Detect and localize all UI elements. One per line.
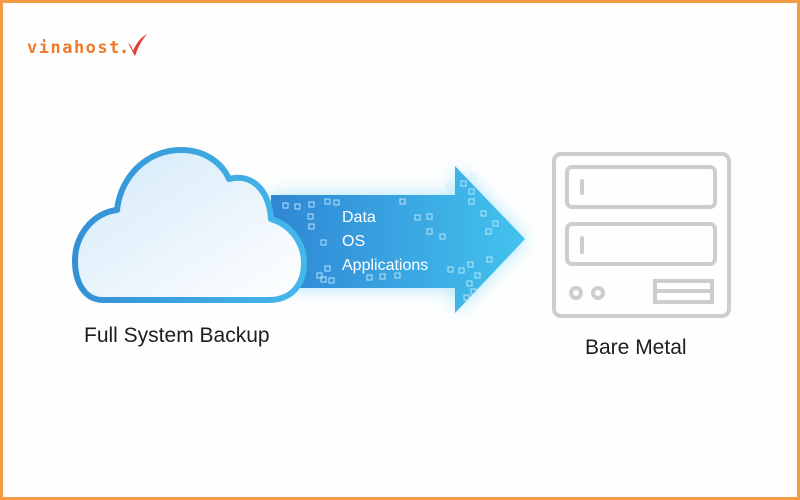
reset-button-icon — [591, 286, 605, 300]
drive-bay-1 — [565, 165, 717, 209]
data-particles — [282, 173, 499, 301]
data-particle — [426, 213, 433, 220]
data-particle — [414, 214, 421, 221]
server-case — [552, 152, 731, 318]
data-particle — [308, 201, 315, 208]
data-particle — [294, 203, 301, 210]
data-particle — [466, 280, 473, 287]
logo-dot: . — [120, 38, 128, 58]
data-particle — [308, 223, 315, 230]
power-button-icon — [569, 286, 583, 300]
data-particle — [447, 266, 454, 273]
data-particle — [316, 272, 323, 279]
check-mark-icon — [128, 34, 148, 56]
data-particle — [460, 180, 467, 187]
vinahost-logo: vinahost. — [27, 33, 148, 57]
data-particle — [333, 199, 340, 206]
data-particle — [474, 272, 481, 279]
data-particle — [480, 210, 487, 217]
data-particle — [463, 294, 470, 301]
data-particle — [366, 274, 373, 281]
data-particle — [328, 277, 335, 284]
data-particle — [320, 276, 327, 283]
data-particle — [426, 228, 433, 235]
data-particle — [307, 213, 314, 220]
data-particle — [324, 265, 331, 272]
transfer-item-os: OS — [342, 233, 366, 250]
data-particle — [470, 288, 477, 295]
data-particle — [439, 233, 446, 240]
data-particle — [446, 182, 453, 189]
data-particle — [458, 267, 465, 274]
data-particle — [282, 202, 289, 209]
transfer-item-data: Data — [342, 209, 376, 226]
target-label: Bare Metal — [585, 336, 687, 359]
data-particle — [486, 256, 493, 263]
drive-bay-2 — [565, 222, 717, 266]
backup-diagram — [72, 147, 731, 318]
data-particle — [394, 272, 401, 279]
transfer-items: Data OS Applications — [342, 206, 428, 278]
source-label: Full System Backup — [84, 324, 270, 347]
data-particle — [399, 198, 406, 205]
logo-text: vinahost — [27, 38, 121, 58]
data-particle — [324, 198, 331, 205]
server-icon — [552, 152, 731, 318]
data-particle — [485, 228, 492, 235]
data-particle — [320, 239, 327, 246]
data-particle — [468, 188, 475, 195]
transfer-item-applications: Applications — [342, 257, 429, 274]
cloud-icon — [72, 147, 307, 303]
data-particle — [467, 261, 474, 268]
data-particle — [470, 173, 477, 180]
data-particle — [468, 198, 475, 205]
data-particle — [379, 273, 386, 280]
data-particle — [492, 220, 499, 227]
